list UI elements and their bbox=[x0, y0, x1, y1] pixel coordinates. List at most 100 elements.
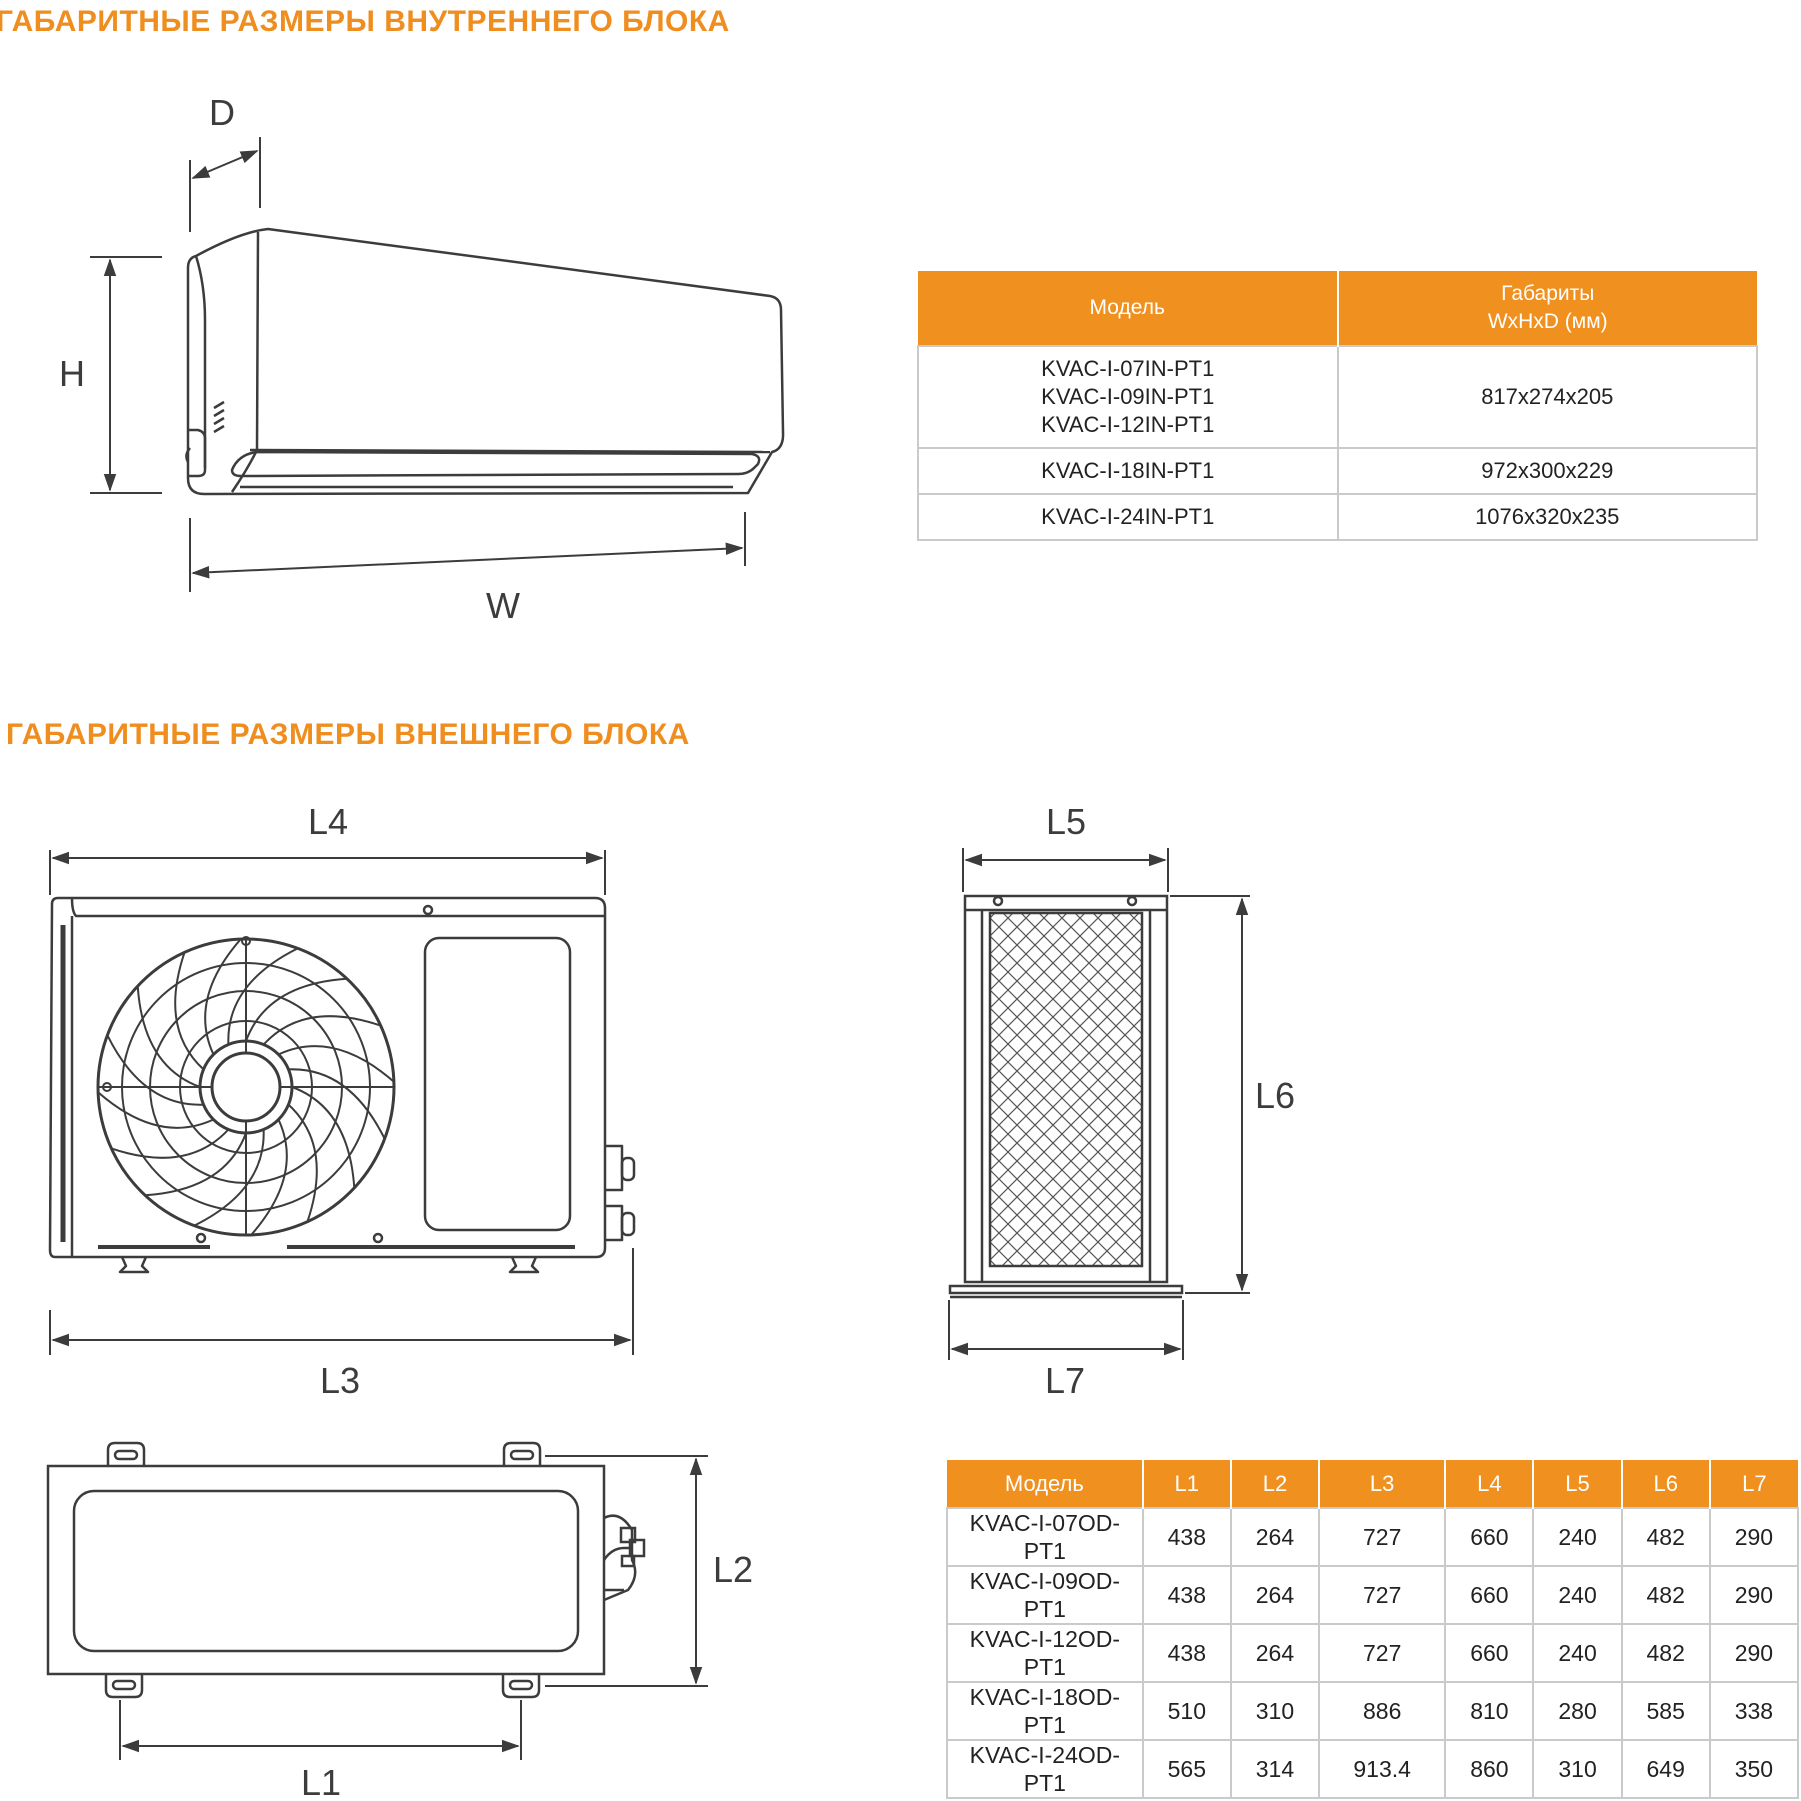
value-cell: 438 bbox=[1141, 1507, 1232, 1567]
model-cell: KVAC-I-07IN-PT1 KVAC-I-09IN-PT1 KVAC-I-1… bbox=[917, 345, 1339, 449]
value-cell: 280 bbox=[1532, 1681, 1623, 1741]
fan-blade bbox=[287, 1103, 318, 1222]
indoor-heading: ГАБАРИТНЫЕ РАЗМЕРЫ ВНУТРЕННЕГО БЛОКА bbox=[0, 5, 730, 38]
header-l7: L7 bbox=[1709, 1460, 1798, 1508]
fan-blade bbox=[98, 1091, 214, 1129]
dim-label-l1: L1 bbox=[301, 1762, 341, 1801]
value-cell: 264 bbox=[1229, 1623, 1321, 1683]
value-cell: 482 bbox=[1620, 1623, 1711, 1683]
indoor-unit-drawing bbox=[185, 227, 785, 496]
fan-blade bbox=[136, 986, 201, 1088]
table-header-row: Модель Габариты WxHxD (мм) bbox=[918, 271, 1757, 346]
value-cell: 565 bbox=[1141, 1739, 1232, 1799]
value-cell: 438 bbox=[1141, 1565, 1232, 1625]
value-cell: 660 bbox=[1444, 1623, 1535, 1683]
size-cell: 1076x320x235 bbox=[1336, 493, 1758, 541]
model-cell: KVAC-I-07OD-PT1 bbox=[946, 1507, 1144, 1567]
value-cell: 310 bbox=[1229, 1681, 1321, 1741]
header-l1: L1 bbox=[1142, 1460, 1232, 1508]
outdoor-top-drawing bbox=[46, 1441, 646, 1699]
model-cell: KVAC-I-09OD-PT1 bbox=[946, 1565, 1144, 1625]
outdoor-front-drawing bbox=[48, 896, 636, 1274]
value-cell: 338 bbox=[1708, 1681, 1800, 1741]
fan-blade bbox=[262, 1015, 381, 1046]
value-cell: 913.4 bbox=[1318, 1739, 1447, 1799]
value-cell: 290 bbox=[1708, 1623, 1800, 1683]
dim-label-l7: L7 bbox=[1045, 1360, 1085, 1401]
table-header-row: Модель L1 L2 L3 L4 L5 L6 L7 bbox=[947, 1460, 1798, 1508]
value-cell: 240 bbox=[1532, 1623, 1623, 1683]
dim-label-l6: L6 bbox=[1255, 1075, 1295, 1116]
dim-label-l5: L5 bbox=[1046, 801, 1086, 842]
value-cell: 438 bbox=[1141, 1623, 1232, 1683]
value-cell: 314 bbox=[1229, 1739, 1321, 1799]
model-cell: KVAC-I-18IN-PT1 bbox=[917, 447, 1339, 495]
model-cell: KVAC-I-24OD-PT1 bbox=[946, 1739, 1144, 1799]
fan-blade bbox=[106, 1034, 204, 1106]
dim-label-d: D bbox=[209, 92, 235, 133]
header-l4: L4 bbox=[1445, 1460, 1535, 1508]
outdoor-top-dimensions bbox=[119, 1455, 708, 1760]
value-cell: 264 bbox=[1229, 1507, 1321, 1567]
fan-grille bbox=[96, 936, 396, 1237]
header-l6: L6 bbox=[1621, 1460, 1711, 1508]
fan-blade bbox=[174, 952, 205, 1071]
fan-blade bbox=[250, 1119, 288, 1235]
value-cell: 482 bbox=[1620, 1507, 1711, 1567]
fan-blade bbox=[193, 1129, 265, 1227]
outdoor-side-drawing bbox=[948, 894, 1184, 1299]
value-cell: 310 bbox=[1532, 1739, 1623, 1799]
size-cell: 972x300x229 bbox=[1336, 447, 1758, 495]
model-cell: KVAC-I-24IN-PT1 bbox=[917, 493, 1339, 541]
fan-blade bbox=[278, 1045, 394, 1083]
value-cell: 727 bbox=[1318, 1507, 1447, 1567]
outdoor-dimensions-table: Модель L1 L2 L3 L4 L5 L6 L7 KVAC-I-07OD-… bbox=[946, 1460, 1800, 1799]
value-cell: 660 bbox=[1444, 1507, 1535, 1567]
fan-blade bbox=[227, 947, 299, 1045]
value-cell: 660 bbox=[1444, 1565, 1535, 1625]
size-cell: 817x274x205 bbox=[1336, 345, 1758, 449]
value-cell: 886 bbox=[1318, 1681, 1447, 1741]
value-cell: 240 bbox=[1532, 1565, 1623, 1625]
value-cell: 264 bbox=[1229, 1565, 1321, 1625]
model-cell: KVAC-I-18OD-PT1 bbox=[946, 1681, 1144, 1741]
header-l3: L3 bbox=[1319, 1460, 1447, 1508]
value-cell: 290 bbox=[1708, 1565, 1800, 1625]
fan-blade bbox=[288, 1068, 386, 1140]
fan-blade bbox=[291, 1086, 356, 1188]
outdoor-front-dimensions bbox=[49, 850, 634, 1355]
fan-blade bbox=[245, 977, 347, 1042]
value-cell: 510 bbox=[1141, 1681, 1232, 1741]
value-cell: 649 bbox=[1620, 1739, 1711, 1799]
header-model: Модель bbox=[918, 271, 1339, 346]
value-cell: 810 bbox=[1444, 1681, 1535, 1741]
header-l2: L2 bbox=[1230, 1460, 1321, 1508]
dim-label-l3: L3 bbox=[320, 1360, 360, 1401]
dim-label-l2: L2 bbox=[713, 1549, 753, 1590]
header-l5: L5 bbox=[1533, 1460, 1623, 1508]
value-cell: 585 bbox=[1620, 1681, 1711, 1741]
value-cell: 240 bbox=[1532, 1507, 1623, 1567]
fan-blade bbox=[204, 939, 242, 1055]
value-cell: 727 bbox=[1318, 1623, 1447, 1683]
fan-blade bbox=[145, 1132, 247, 1197]
indoor-dimension-lines bbox=[90, 137, 746, 592]
outdoor-heading: ГАБАРИТНЫЕ РАЗМЕРЫ ВНЕШНЕГО БЛОКА bbox=[6, 718, 690, 751]
indoor-dimensions-table: Модель Габариты WxHxD (мм) KVAC-I-07IN-P… bbox=[917, 271, 1758, 541]
value-cell: 482 bbox=[1620, 1565, 1711, 1625]
outdoor-side-dimensions bbox=[948, 848, 1250, 1360]
value-cell: 727 bbox=[1318, 1565, 1447, 1625]
header-dimensions: Габариты WxHxD (мм) bbox=[1337, 271, 1757, 346]
value-cell: 350 bbox=[1708, 1739, 1800, 1799]
fan-blade bbox=[111, 1128, 230, 1159]
header-model: Модель bbox=[947, 1460, 1144, 1508]
value-cell: 860 bbox=[1444, 1739, 1535, 1799]
